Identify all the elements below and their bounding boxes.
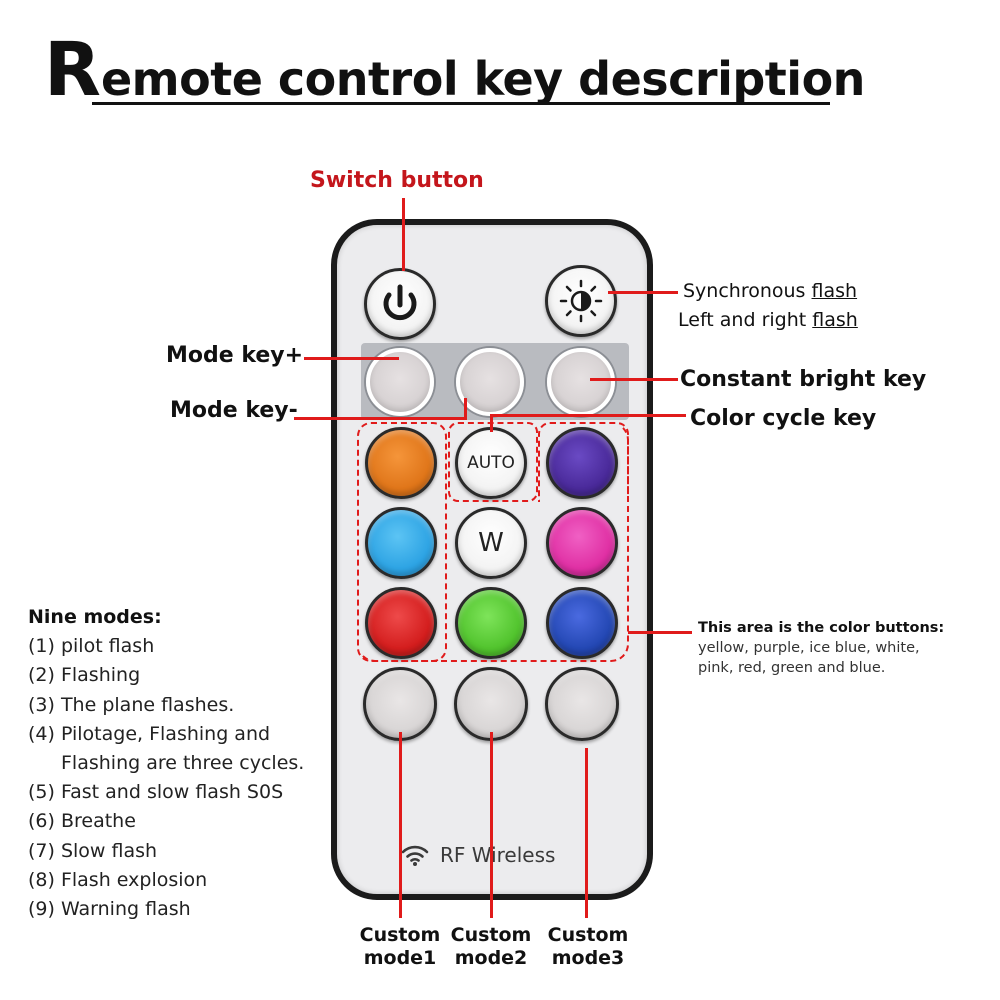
- w-label: W: [478, 528, 504, 558]
- sync-flash-line: [608, 291, 678, 294]
- custom2-line2: mode2: [454, 947, 528, 969]
- mode-item: (7) Slow flash: [28, 839, 158, 862]
- mode-key-minus-line-v: [464, 398, 467, 420]
- page-title: Remote control key description: [44, 30, 865, 119]
- color-area-title: This area is the color buttons:: [698, 620, 945, 636]
- mode-item-continuation: Flashing are three cycles.: [61, 752, 305, 775]
- purple-color-button[interactable]: [546, 427, 618, 499]
- wifi-icon: [401, 845, 429, 866]
- mode-item: (3) The plane flashes.: [28, 693, 235, 716]
- mode-key-plus-label: Mode key+: [166, 343, 304, 368]
- custom1-line2: mode1: [363, 947, 437, 969]
- sync-flash-label: Synchronous flash: [683, 280, 857, 302]
- mode-item: (9) Warning flash: [28, 898, 191, 921]
- custom-mode1-label: Custom mode1: [350, 924, 450, 970]
- blue-color-button[interactable]: [546, 587, 618, 659]
- sync-line2-link: flash: [812, 309, 858, 331]
- custom-mode2-label: Custom mode2: [441, 924, 541, 970]
- sync-line1-link: flash: [811, 280, 858, 302]
- pink-color-button[interactable]: [546, 507, 618, 579]
- color-area-line1: yellow, purple, ice blue, white,: [698, 640, 920, 656]
- color-cycle-line-v: [490, 414, 493, 432]
- mode-item: (1) pilot flash: [28, 635, 155, 658]
- auto-button[interactable]: AUTO: [455, 427, 527, 499]
- custom-mode2-button[interactable]: [454, 667, 528, 741]
- mode-key-minus-line-h: [294, 417, 466, 420]
- title-rest: emote control key description: [100, 52, 865, 106]
- switch-button-label: Switch button: [310, 168, 484, 193]
- custom3-line1: Custom: [547, 924, 629, 946]
- green-color-button[interactable]: [455, 587, 527, 659]
- custom-mode3-button[interactable]: [545, 667, 619, 741]
- color-area-line: [628, 631, 692, 634]
- custom2-line1: Custom: [450, 924, 532, 946]
- color-cycle-key-label: Color cycle key: [690, 406, 877, 431]
- white-button[interactable]: W: [455, 507, 527, 579]
- power-icon: [383, 284, 417, 321]
- color-cycle-line-h: [490, 414, 686, 417]
- red-color-button[interactable]: [365, 587, 437, 659]
- mode-item: (6) Breathe: [28, 810, 136, 833]
- title-underline: [92, 102, 830, 105]
- mode-item: (4) Pilotage, Flashing and: [28, 722, 271, 745]
- left-right-flash-label: Left and right flash: [678, 309, 858, 331]
- custom-mode3-label: Custom mode3: [538, 924, 638, 970]
- rf-wireless-label: RF Wireless: [440, 843, 556, 867]
- constant-bright-key-label: Constant bright key: [680, 367, 927, 392]
- custom-mode1-button[interactable]: [363, 667, 437, 741]
- custom3-line2: mode3: [551, 947, 625, 969]
- switch-button-line: [402, 198, 405, 271]
- ice-blue-color-button[interactable]: [365, 507, 437, 579]
- mode-item: (5) Fast and slow flash S0S: [28, 781, 284, 804]
- orange-color-button[interactable]: [365, 427, 437, 499]
- sync-line1-prefix: Synchronous: [683, 280, 812, 302]
- mode-key-plus-line: [304, 357, 399, 360]
- title-first-letter: R: [44, 27, 101, 113]
- custom-mode3-line: [585, 748, 588, 918]
- custom1-line1: Custom: [359, 924, 441, 946]
- power-button[interactable]: [364, 268, 436, 340]
- mode-key-minus-label: Mode key-: [170, 398, 298, 423]
- color-area-description: This area is the color buttons: yellow, …: [698, 618, 944, 678]
- mode-item: (8) Flash explosion: [28, 868, 208, 891]
- brightness-icon: [559, 279, 603, 323]
- mode-item: (2) Flashing: [28, 664, 141, 687]
- sync-line2-prefix: Left and right: [678, 309, 813, 331]
- auto-label: AUTO: [467, 453, 515, 473]
- nine-modes-list: Nine modes: (1) pilot flash (2) Flashing…: [28, 603, 304, 924]
- color-area-right-outline: [357, 422, 629, 662]
- constant-bright-button[interactable]: [547, 348, 615, 416]
- flash-mode-button[interactable]: [545, 265, 617, 337]
- color-area-right-top-outline: [538, 422, 629, 502]
- constant-bright-line: [590, 378, 678, 381]
- modes-heading: Nine modes:: [28, 606, 162, 628]
- custom-mode1-line: [399, 732, 402, 918]
- color-area-line2: pink, red, green and blue.: [698, 660, 886, 676]
- custom-mode2-line: [490, 732, 493, 918]
- auto-outline: [448, 422, 538, 502]
